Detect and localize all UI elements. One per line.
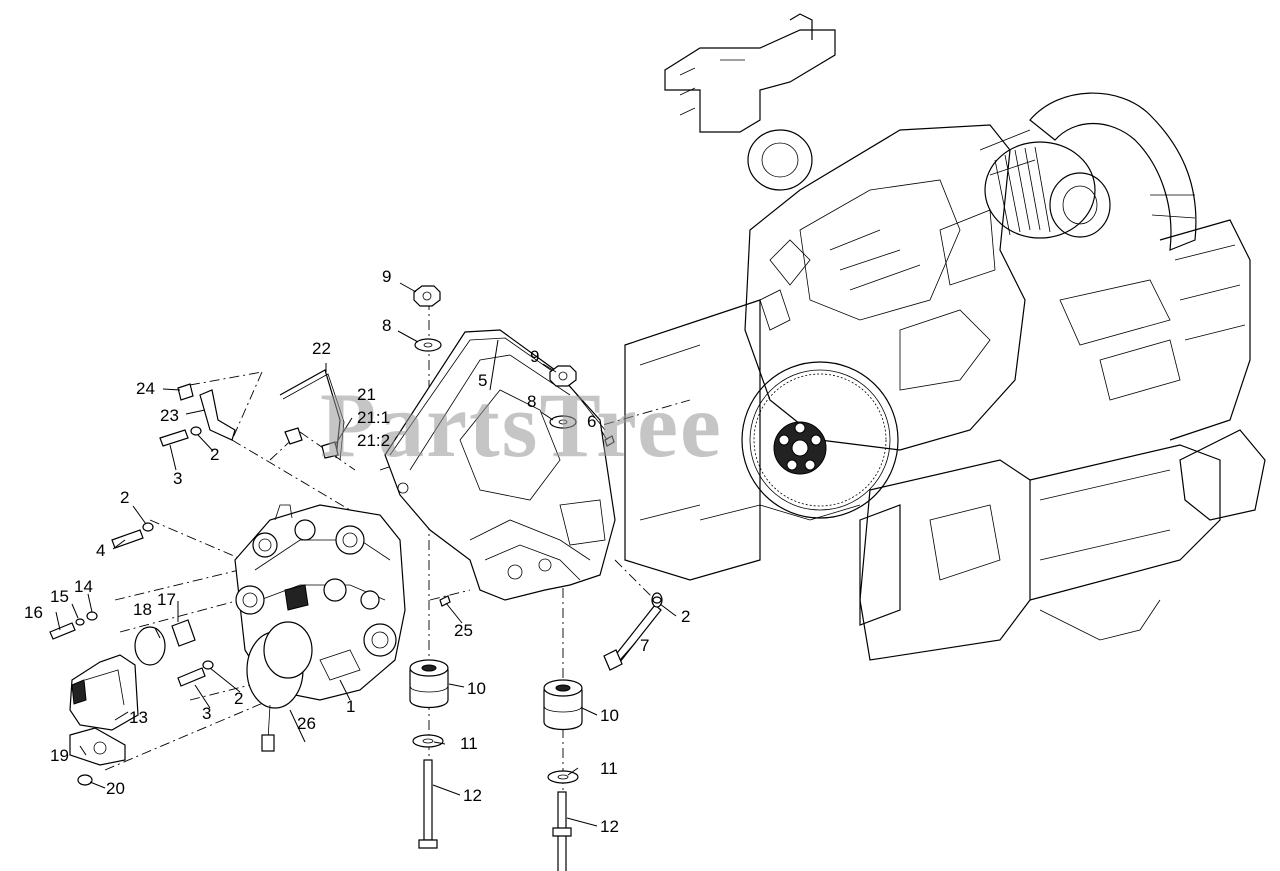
callout-3: 3 xyxy=(202,704,212,723)
callout-9: 9 xyxy=(382,267,392,286)
callout-20: 20 xyxy=(106,779,125,798)
callout-12: 12 xyxy=(463,786,482,805)
callout-11: 11 xyxy=(600,759,618,778)
callout-19: 19 xyxy=(50,746,69,765)
callout-2: 2 xyxy=(681,607,691,626)
callout-1: 1 xyxy=(346,697,356,716)
callout-21-1: 21:1 xyxy=(357,408,391,427)
callout-2: 2 xyxy=(210,445,220,464)
callout-26: 26 xyxy=(297,714,316,733)
callout-10: 10 xyxy=(467,679,486,698)
callout-17: 17 xyxy=(157,590,176,609)
callout-14: 14 xyxy=(74,577,93,596)
callout-3: 3 xyxy=(173,469,183,488)
callout-21: 21 xyxy=(357,385,376,404)
callout-leaders xyxy=(55,282,677,827)
callout-10: 10 xyxy=(600,706,619,725)
callout-8: 8 xyxy=(382,316,392,335)
callout-6: 6 xyxy=(587,412,597,431)
callout-12: 12 xyxy=(600,817,619,836)
callout-24: 24 xyxy=(136,379,155,398)
partstree-watermark: PartsTree xyxy=(320,374,723,476)
callout-4: 4 xyxy=(96,541,106,560)
callout-22: 22 xyxy=(312,339,331,358)
callout-16: 16 xyxy=(24,603,43,622)
small-hardware xyxy=(49,285,663,871)
engine-frame-assembly xyxy=(624,13,1266,661)
callout-2: 2 xyxy=(120,488,130,507)
callout-11: 11 xyxy=(460,734,478,753)
callout-15: 15 xyxy=(50,587,69,606)
callout-9: 9 xyxy=(530,347,540,366)
callout-5: 5 xyxy=(478,371,488,390)
callout-7: 7 xyxy=(640,636,650,655)
callout-18: 18 xyxy=(133,600,152,619)
callout-13: 13 xyxy=(129,708,148,727)
callout-2: 2 xyxy=(234,689,244,708)
callout-8: 8 xyxy=(527,392,537,411)
callout-23: 23 xyxy=(160,406,179,425)
callout-21-2: 21:2 xyxy=(357,431,391,450)
callout-25: 25 xyxy=(454,621,473,640)
pump-mounting-housing xyxy=(384,329,616,601)
hydraulic-pump xyxy=(234,504,406,752)
